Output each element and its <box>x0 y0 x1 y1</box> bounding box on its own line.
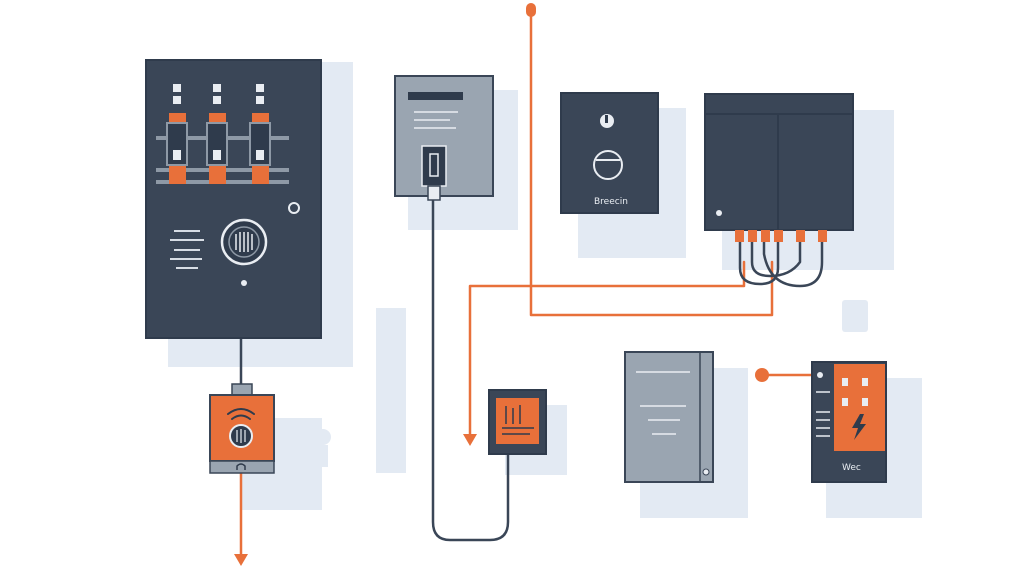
meter-cable <box>431 198 510 542</box>
main-panel <box>145 59 322 339</box>
breaker-3-toggle <box>256 150 264 160</box>
breaker-3-top <box>252 113 269 123</box>
enclosure-cable-2 <box>750 238 802 278</box>
breaker-1[interactable] <box>166 84 188 184</box>
orange-wire-router <box>468 260 746 438</box>
breaker-1-bottom <box>169 166 186 184</box>
breaker-box-label: Breecin <box>594 197 628 207</box>
breaker-3-bottom <box>252 166 269 184</box>
router-screen <box>496 398 539 444</box>
panel-screw-bottom <box>241 280 247 286</box>
cabinet-body <box>624 351 714 483</box>
smart-module-label: Wec <box>842 463 861 473</box>
panel-indicators <box>170 230 204 269</box>
breaker-1-top <box>169 113 186 123</box>
breaker-2-cap2 <box>213 96 221 104</box>
arrow-down-icon <box>463 434 477 446</box>
breaker-2-body <box>206 122 228 166</box>
lock-icon <box>600 114 614 128</box>
module-left-strip <box>816 391 830 437</box>
enclosure-screw <box>716 210 722 216</box>
post-right <box>842 300 868 332</box>
orange-wire-cap <box>526 3 536 17</box>
enclosure-cable-3 <box>762 238 824 288</box>
router-device <box>488 389 547 455</box>
module-connector-node <box>755 368 769 382</box>
module-port <box>817 372 823 378</box>
breaker-box-body <box>560 92 659 214</box>
breaker-2-top <box>209 113 226 123</box>
meter-gauge-icon <box>220 218 268 266</box>
breaker-2-cap <box>213 84 221 92</box>
meter-display <box>408 92 463 100</box>
large-enclosure <box>704 93 854 242</box>
router-lines <box>502 405 534 435</box>
junction-base-hook <box>236 463 246 470</box>
breaker-2-bottom <box>209 166 226 184</box>
post-left <box>376 308 406 473</box>
breaker-3[interactable] <box>249 84 271 184</box>
breaker-box-dial[interactable] <box>593 150 623 180</box>
enclosure-lid <box>704 93 854 115</box>
lightning-bolt-icon <box>852 414 866 440</box>
cabinet-lines <box>636 371 690 435</box>
breaker-1-body <box>166 122 188 166</box>
enclosure-cable-1 <box>738 238 780 286</box>
breaker-3-body <box>249 122 271 166</box>
breaker-3-cap2 <box>256 96 264 104</box>
breaker-1-toggle <box>173 150 181 160</box>
breaker-1-cap2 <box>173 96 181 104</box>
module-panel <box>834 364 885 451</box>
meter-plug <box>427 185 441 201</box>
junction-box <box>209 383 275 474</box>
meter-socket[interactable] <box>421 145 447 187</box>
smart-module: Wec <box>811 361 887 483</box>
cabinet <box>624 351 714 483</box>
wifi-icon <box>227 408 255 420</box>
junction-gauge-ticks <box>236 429 246 443</box>
cabinet-knob[interactable] <box>702 468 710 476</box>
breaker-3-cap <box>256 84 264 92</box>
enclosure-terminals <box>735 230 827 242</box>
keyhole-shadow-dot <box>315 429 331 445</box>
arrow-down-icon-2 <box>234 554 248 566</box>
breaker-2-toggle <box>213 150 221 160</box>
junction-base <box>209 460 275 474</box>
orange-wire-top <box>529 10 774 317</box>
breaker-1-cap <box>173 84 181 92</box>
panel-knob[interactable] <box>288 202 300 214</box>
electric-meter <box>394 75 494 201</box>
meter-socket-slot <box>429 153 439 177</box>
main-panel-body <box>145 59 322 339</box>
keyhole-shadow-stem <box>318 445 328 467</box>
meter-lines <box>414 111 458 129</box>
wires <box>234 3 824 566</box>
breaker-box: Breecin <box>560 92 659 214</box>
breaker-2[interactable] <box>206 84 228 184</box>
module-switches[interactable] <box>842 378 868 406</box>
